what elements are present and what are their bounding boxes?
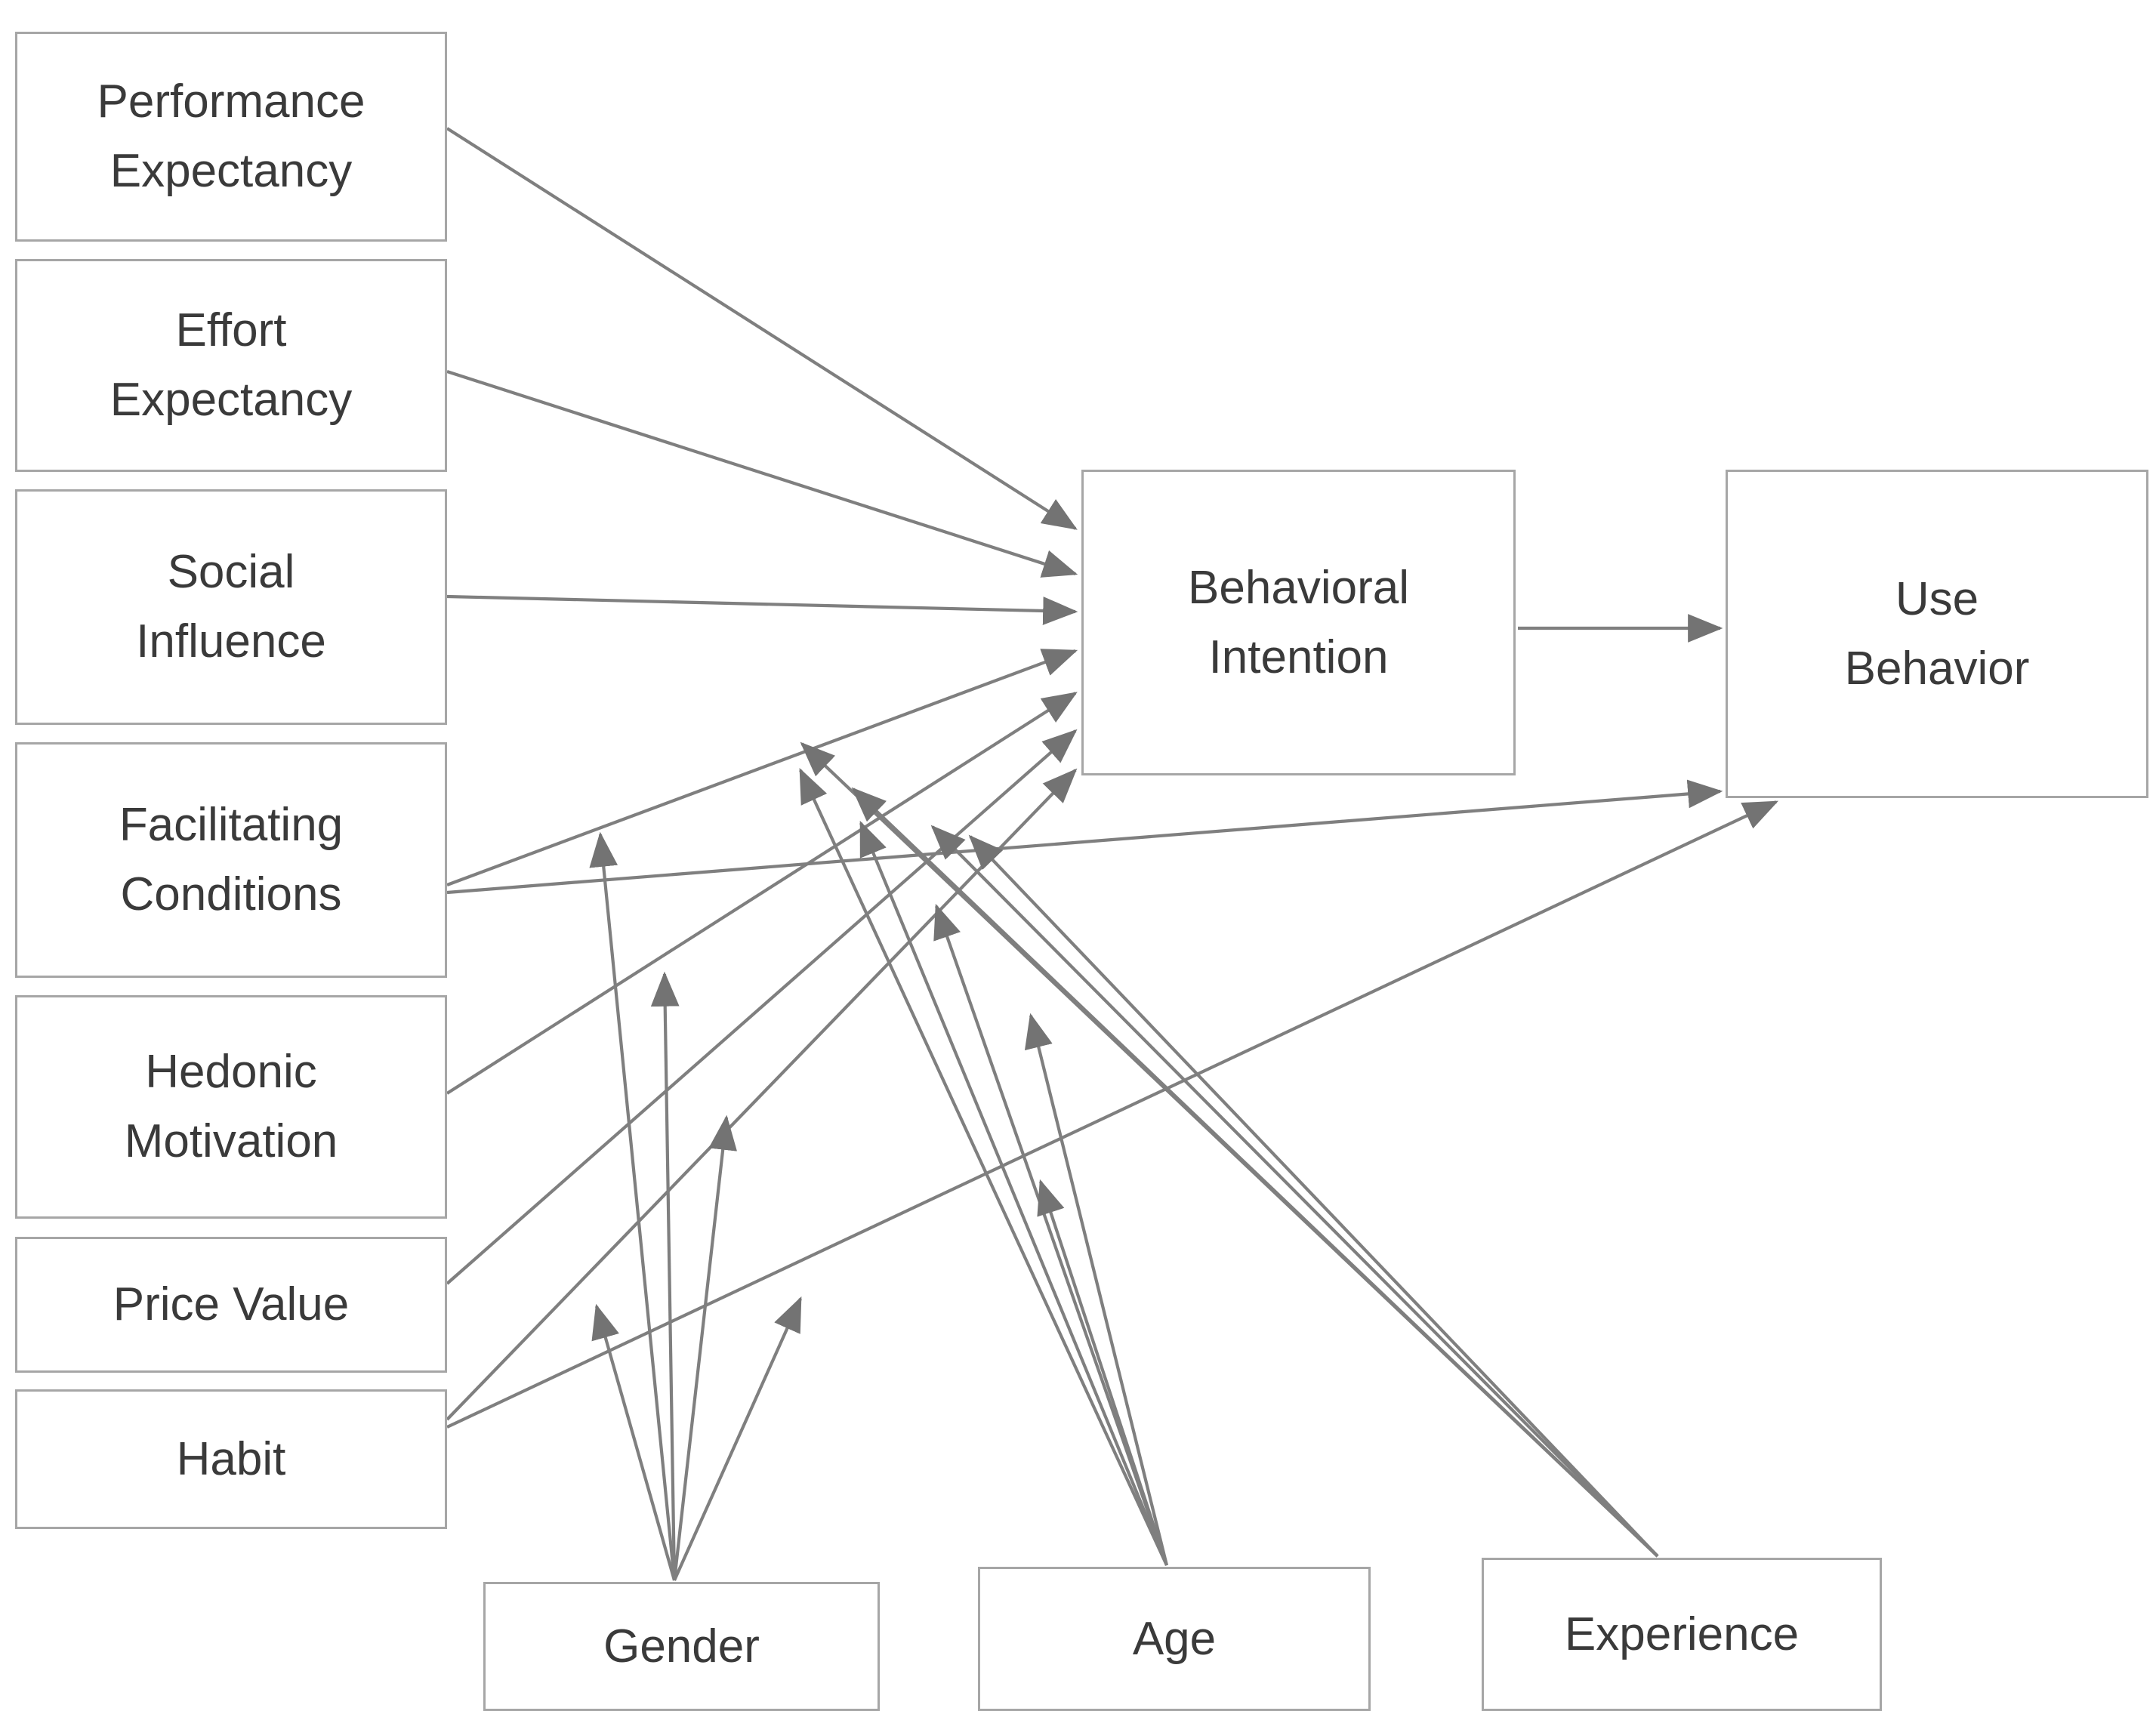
node-behavioral-intention[interactable]: Behavioral Intention	[1081, 470, 1516, 775]
node-label: Experience	[1564, 1608, 1800, 1660]
node-price-value[interactable]: Price Value	[15, 1237, 447, 1373]
edge-age-moderator-4	[1037, 1179, 1168, 1566]
node-label-line1: Social	[167, 546, 295, 599]
node-label-line2: Influence	[136, 615, 326, 667]
node-label-line2: Behavior	[1844, 642, 2030, 695]
node-label-line1: Effort	[175, 304, 287, 357]
edge-experience-moderator-3	[968, 834, 1659, 1558]
edge-age-moderator-1	[859, 820, 1168, 1566]
node-label-line1: Facilitating	[119, 799, 344, 852]
node-label-line1: Price Value	[113, 1278, 350, 1331]
edge-gender-moderator-1	[650, 971, 680, 1581]
node-performance-expectancy[interactable]: Performance Expectancy	[15, 32, 447, 242]
node-hedonic-motivation[interactable]: Hedonic Motivation	[15, 995, 447, 1219]
node-label-line2: Conditions	[120, 868, 342, 920]
node-label-line1: Hedonic	[145, 1046, 317, 1099]
edge-fc-to-bi	[446, 649, 1078, 886]
node-label-line1: Use	[1895, 572, 1979, 625]
edge-hm-to-bi	[446, 692, 1078, 1095]
node-label-line1: Habit	[176, 1432, 286, 1485]
node-effort-expectancy[interactable]: Effort Expectancy	[15, 259, 447, 472]
edge-age-moderator-2	[933, 903, 1168, 1566]
edge-hb-to-ub	[446, 800, 1779, 1429]
node-label-line2: Expectancy	[109, 145, 353, 197]
edge-experience-moderator-1	[851, 787, 1659, 1558]
edge-fc-to-ub	[446, 779, 1723, 895]
edge-gender-moderator-2	[672, 1114, 737, 1581]
node-age[interactable]: Age	[978, 1567, 1371, 1711]
edge-age-moderator-3	[1024, 1013, 1169, 1566]
edge-pe-to-bi	[446, 127, 1078, 530]
node-use-behavior[interactable]: Use Behavior	[1726, 470, 2148, 798]
edge-gender-moderator-0	[589, 831, 677, 1581]
node-habit[interactable]: Habit	[15, 1389, 447, 1529]
edge-gender-moderator-4	[591, 1303, 677, 1581]
node-label-line2: Expectancy	[109, 374, 353, 426]
edge-experience-moderator-0	[800, 741, 1659, 1558]
node-label-line2: Intention	[1208, 630, 1389, 683]
node-social-influence[interactable]: Social Influence	[15, 489, 447, 725]
node-gender[interactable]: Gender	[483, 1582, 880, 1711]
edge-ee-to-bi	[446, 370, 1078, 578]
edge-gender-moderator-3	[673, 1296, 802, 1581]
edge-hb-to-bi	[446, 768, 1078, 1421]
node-label-line1: Behavioral	[1188, 561, 1409, 614]
node-experience[interactable]: Experience	[1482, 1558, 1882, 1711]
node-label: Gender	[603, 1620, 760, 1672]
edge-age-moderator-0	[799, 767, 1168, 1566]
node-facilitating-conditions[interactable]: Facilitating Conditions	[15, 742, 447, 978]
node-label: Age	[1132, 1612, 1217, 1665]
node-label-line1: Performance	[97, 76, 366, 128]
node-label-line2: Motivation	[124, 1115, 338, 1167]
edge-experience-moderator-2	[930, 825, 1659, 1558]
edge-si-to-bi	[446, 594, 1078, 625]
edge-pv-to-bi	[446, 729, 1078, 1285]
